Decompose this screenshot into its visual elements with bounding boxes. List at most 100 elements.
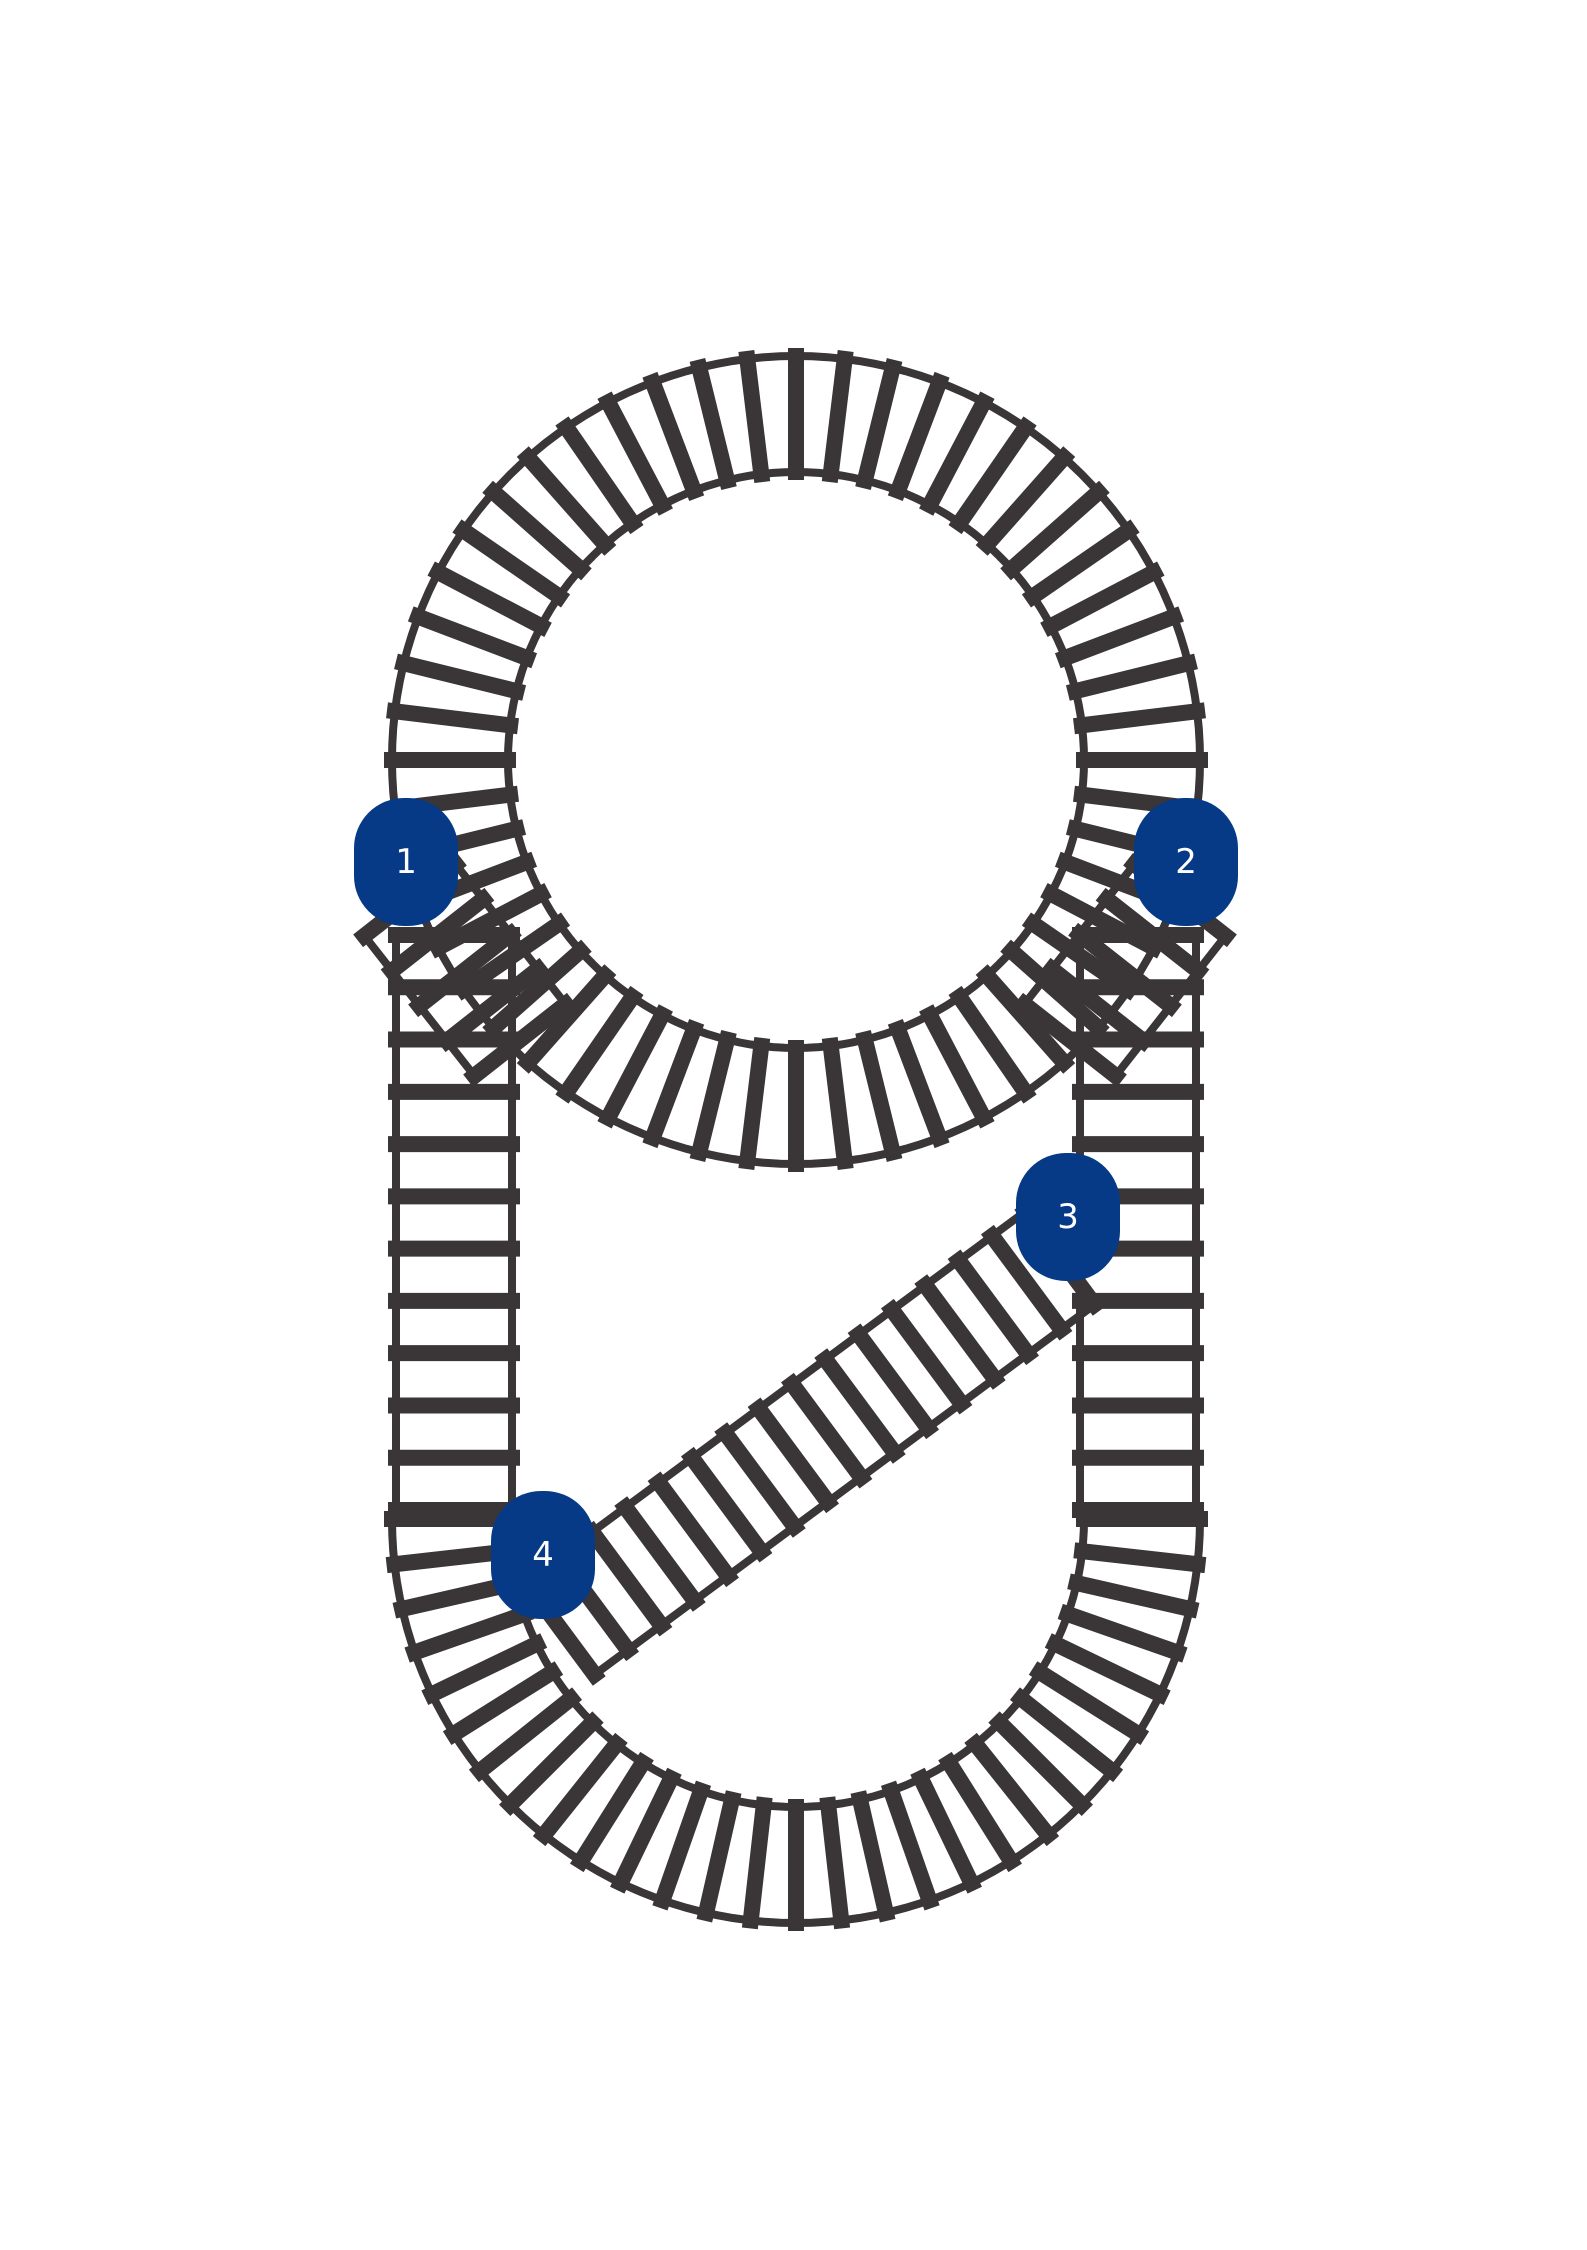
- railway-sleeper: [914, 1274, 1006, 1390]
- railway-sleeper: [689, 358, 737, 491]
- railway-sleeper: [947, 1249, 1040, 1366]
- railway-sleeper: [741, 1796, 773, 1930]
- railway-sleeper: [988, 1711, 1093, 1816]
- railway-sleeper: [964, 1732, 1060, 1847]
- railway-sleeper: [1044, 1633, 1171, 1705]
- railway-sleeper: [948, 985, 1037, 1104]
- railway-sleeper: [1073, 1542, 1207, 1574]
- switch-marker-3-label: 3: [1057, 1197, 1079, 1237]
- switch-marker-1-label: 1: [395, 842, 417, 882]
- bottom-curve-inner-rail: [504, 1518, 1088, 1812]
- railway-sleeper: [847, 1323, 940, 1440]
- turnout-left-left-rail: [452, 861, 569, 1007]
- railway-sleeper: [1054, 606, 1185, 669]
- switch-markers: 1 2 3 4: [354, 798, 1238, 1619]
- track-network: [353, 348, 1237, 1931]
- railway-sleeper: [821, 1036, 854, 1170]
- switch-marker-4-label: 4: [532, 1535, 554, 1575]
- turnout-right-left-rail: [1112, 933, 1229, 1079]
- railway-sleeper: [570, 1751, 654, 1873]
- railway-sleeper: [468, 1687, 583, 1783]
- railway-sleeper: [1067, 1573, 1200, 1619]
- turnout-left-right-rail: [361, 933, 478, 1079]
- railway-sleeper: [647, 1471, 740, 1588]
- diagonal-crossover-left-rail: [592, 1301, 1097, 1678]
- railway-sleeper: [747, 1397, 840, 1514]
- railway-sleeper: [555, 416, 644, 535]
- railway-sleeper: [652, 1780, 712, 1911]
- railway-sleeper: [516, 964, 617, 1074]
- loop-lower-half-outer-rail: [388, 759, 1204, 1169]
- railway-sleeper: [499, 1711, 604, 1816]
- railway-sleeper: [1095, 887, 1210, 983]
- railway-sleeper: [821, 350, 854, 484]
- railway-sleeper: [1009, 1687, 1124, 1783]
- railway-sleeper: [482, 939, 592, 1040]
- railway-sleeper: [819, 1796, 851, 1930]
- railway-sleeper: [855, 358, 903, 491]
- switch-marker-2-label: 2: [1175, 842, 1197, 882]
- railway-sleeper: [975, 964, 1076, 1074]
- railway-sleeper: [404, 1603, 535, 1663]
- railway-sleeper: [642, 371, 705, 502]
- railway-sleeper: [780, 1372, 873, 1489]
- railway-sleeper: [642, 1018, 705, 1149]
- railway-sleeper: [680, 1446, 773, 1563]
- railway-sleeper: [980, 1224, 1073, 1341]
- railway-sleeper: [919, 391, 995, 516]
- bottom-curve-outer-rail: [388, 1518, 1204, 1928]
- railway-sleeper: [442, 1661, 564, 1745]
- loop-upper-half-inner-rail: [504, 467, 1088, 761]
- railway-sleeper: [880, 1298, 973, 1415]
- railway-sleeper: [614, 1496, 706, 1612]
- railway-sleeper: [919, 1004, 995, 1129]
- railway-sleeper: [597, 391, 673, 516]
- switch-marker-1[interactable]: 1: [354, 798, 458, 926]
- railway-sleeper: [435, 957, 550, 1053]
- turnout-right-right-rail: [1021, 861, 1138, 1007]
- railway-sleeper: [516, 446, 617, 556]
- railway-sleeper: [1028, 1661, 1150, 1745]
- railway-sleeper: [689, 1029, 737, 1162]
- railway-sleeper: [887, 371, 950, 502]
- railway-sleeper: [887, 1018, 950, 1149]
- railway-sleeper: [463, 992, 577, 1088]
- railway-sleeper: [850, 1790, 896, 1923]
- railway-sleeper: [738, 1036, 771, 1170]
- railway-sleeper: [975, 446, 1076, 556]
- railway-sleeper: [580, 1520, 673, 1637]
- railway-sleeper: [427, 561, 552, 637]
- railway-sleeper: [1065, 653, 1198, 701]
- railway-sleeper: [814, 1348, 906, 1464]
- diagonal-crossover-right-rail: [523, 1208, 1028, 1585]
- railway-sleeper: [452, 519, 571, 608]
- railway-sleeper: [394, 653, 527, 701]
- railway-sleeper: [1000, 939, 1110, 1040]
- railway-sleeper: [938, 1751, 1022, 1873]
- railway-sleeper: [407, 606, 538, 669]
- railway-sleeper: [910, 1767, 982, 1894]
- switch-marker-3[interactable]: 3: [1016, 1153, 1120, 1281]
- switch-marker-2[interactable]: 2: [1134, 798, 1238, 926]
- railway-sleeper: [1040, 561, 1165, 637]
- loop-upper-half-outer-rail: [388, 351, 1204, 761]
- railway-sleeper: [610, 1767, 682, 1894]
- railway-sleeper: [1000, 480, 1110, 581]
- railway-sleeper: [386, 702, 520, 735]
- railway-sleeper: [408, 922, 522, 1018]
- railway-sleeper: [1013, 992, 1127, 1088]
- railway-sleeper: [532, 1732, 628, 1847]
- railway-sleeper: [1068, 922, 1182, 1018]
- railway-sleeper: [421, 1633, 548, 1705]
- railway-sleeper: [1057, 1603, 1188, 1663]
- railway-sleeper: [1021, 519, 1140, 608]
- railway-sleeper: [555, 985, 644, 1104]
- railway-sleeper: [1072, 702, 1206, 735]
- railway-sleeper: [880, 1780, 940, 1911]
- loop-lower-half-inner-rail: [504, 759, 1088, 1053]
- switch-marker-4[interactable]: 4: [491, 1491, 595, 1619]
- railway-sleeper: [948, 416, 1037, 535]
- railway-sleeper: [380, 887, 495, 983]
